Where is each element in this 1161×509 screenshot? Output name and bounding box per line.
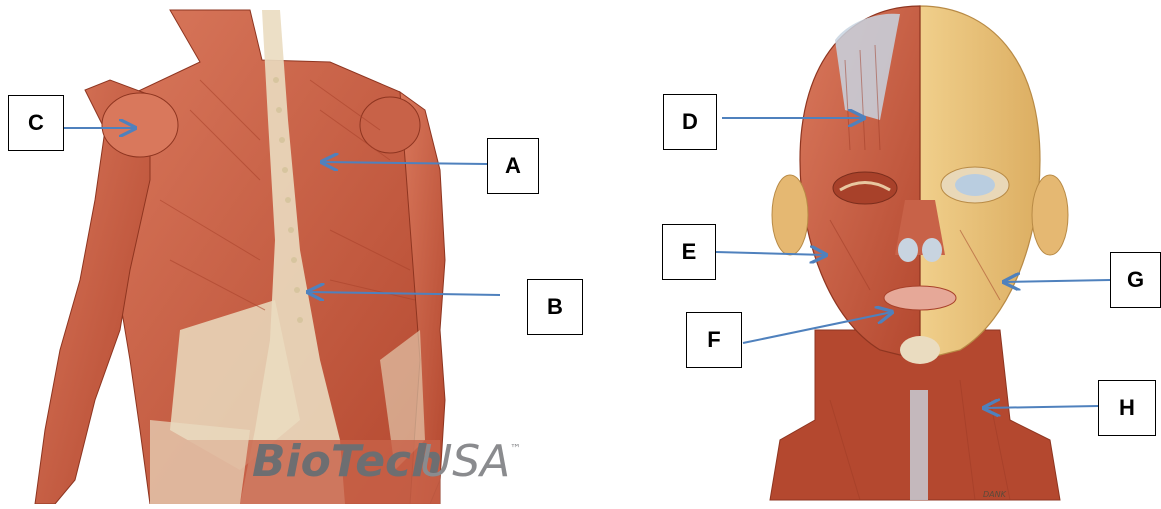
arrow-g	[1004, 280, 1110, 282]
artist-signature: DANK	[983, 490, 1007, 499]
label-g: G	[1110, 252, 1161, 308]
usa-logo-text: USA	[420, 436, 510, 487]
head-muscle-figure: DANK	[770, 6, 1068, 500]
trademark-symbol: ™	[510, 442, 521, 455]
biotech-logo: BioTech	[252, 436, 442, 487]
label-h: H	[1098, 380, 1156, 436]
label-b: B	[527, 279, 583, 335]
label-f: F	[686, 312, 742, 368]
label-d: D	[663, 94, 717, 150]
back-muscle-figure: BioTech USA ™	[35, 10, 521, 504]
label-a: A	[487, 138, 539, 194]
label-e: E	[662, 224, 716, 280]
arrow-e	[716, 252, 826, 255]
label-c: C	[8, 95, 64, 151]
